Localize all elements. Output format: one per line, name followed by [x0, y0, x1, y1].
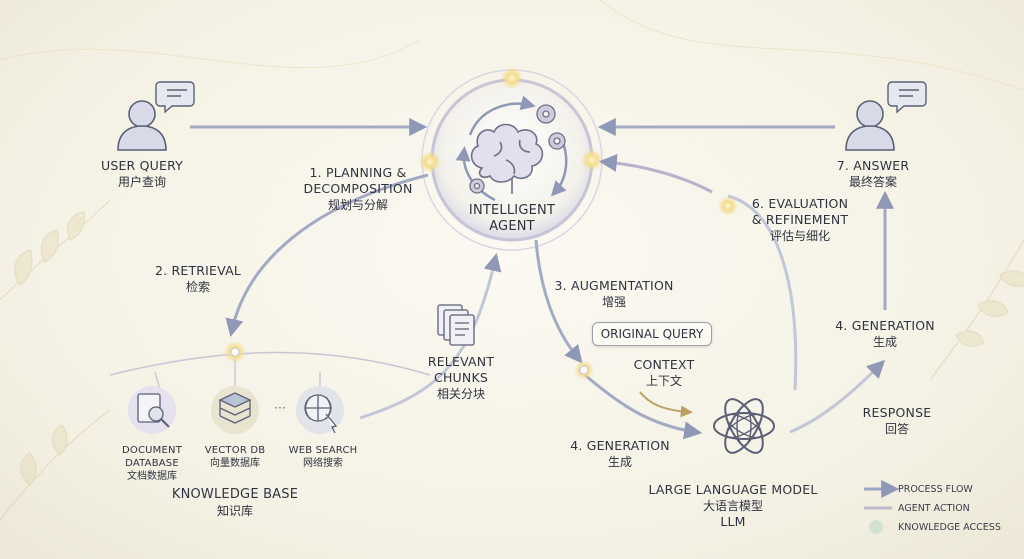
brain-icon [470, 123, 544, 194]
vector-db-label: VECTOR DB 向量数据库 [204, 445, 266, 469]
generation-left-label: 4. GENERATION 生成 [570, 438, 670, 469]
legend-process-flow: PROCESS FLOW [898, 483, 973, 495]
knowledge-base-arc [109, 351, 431, 376]
vector-db-icon [211, 386, 259, 434]
arrow-generation-right [789, 359, 886, 434]
user-query-label: USER QUERY 用户查询 [100, 158, 184, 189]
intelligent-agent-label: INTELLIGENT AGENT [468, 203, 556, 234]
arrow-relevant-chunks [359, 252, 502, 420]
arrow-augmentation [534, 239, 583, 364]
ellipsis: ··· [274, 400, 286, 415]
decorative-leaves-left [0, 199, 111, 521]
answer-label: 7. ANSWER 最终答案 [836, 158, 910, 189]
knowledge-base-label: KNOWLEDGE BASE 知识库 [171, 487, 299, 518]
chat-bubble-icon [155, 81, 195, 114]
generation-right-label: 4. GENERATION 生成 [835, 318, 935, 349]
legend-swatches [864, 480, 900, 534]
web-search-label: WEB SEARCH 网络搜索 [288, 445, 358, 469]
legend-agent-action: AGENT ACTION [898, 502, 970, 514]
llm-label: LARGE LANGUAGE MODEL 大语言模型 LLM [648, 482, 818, 529]
arrow-context [639, 391, 693, 418]
planning-label: 1. PLANNING & DECOMPOSITION 规划与分解 [303, 165, 413, 212]
response-label: RESPONSE 回答 [862, 405, 932, 436]
arrow-evaluation-upper [598, 153, 713, 194]
answer-chat-bubble-icon [887, 81, 927, 114]
context-label: CONTEXT 上下文 [633, 357, 695, 388]
web-search-icon [296, 386, 344, 434]
answer-user-icon [845, 100, 895, 151]
relevant-chunks-label: RELEVANT CHUNKS 相关分块 [427, 354, 495, 401]
retrieval-label: 2. RETRIEVAL 检索 [154, 263, 242, 294]
augmentation-label: 3. AUGMENTATION 增强 [554, 278, 674, 309]
llm-knot-icon [713, 398, 775, 454]
original-query-bubble: ORIGINAL QUERY [592, 322, 712, 346]
gear-icon [469, 104, 566, 194]
decorative-leaves-right [929, 239, 1024, 381]
evaluation-label: 6. EVALUATION & REFINEMENT 评估与细化 [751, 196, 849, 243]
arrow-retrieval [225, 173, 429, 338]
user-icon [117, 100, 167, 151]
document-database-label: DOCUMENT DATABASE 文档数据库 [121, 445, 183, 482]
documents-icon [437, 304, 475, 346]
legend-knowledge-access: KNOWLEDGE ACCESS [898, 521, 1001, 533]
arrow-generation-left [584, 373, 703, 440]
arrow-evaluation-lower [727, 194, 798, 391]
document-database-icon [128, 386, 176, 434]
